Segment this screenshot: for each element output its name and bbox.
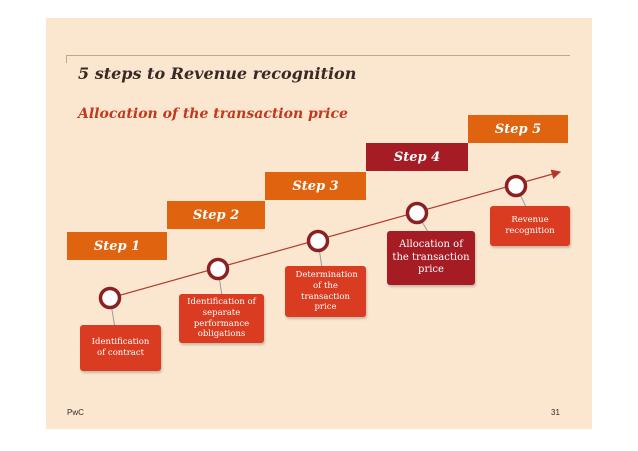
step-3-node <box>306 229 330 253</box>
step-4-description: Allocation of the transaction price <box>392 239 470 276</box>
step-3-box: Determination of the transaction price <box>285 266 366 317</box>
step-1-description: Identification of contract <box>91 337 150 358</box>
header-rule <box>66 55 570 56</box>
progress-arrow <box>109 169 562 299</box>
step-1-box: Identification of contract <box>80 325 161 371</box>
step-2-description: Identification of separate performance o… <box>187 297 256 340</box>
step-1-bar: Step 1 <box>67 232 167 260</box>
step-5-box: Revenue recognition <box>490 206 570 246</box>
step-4-bar: Step 4 <box>366 143 468 171</box>
slide-subtitle: Allocation of the transaction price <box>78 106 348 122</box>
step-2-box: Identification of separate performance o… <box>179 294 264 343</box>
header-rule-tick <box>66 55 67 63</box>
step-5-node <box>504 174 528 198</box>
footer-brand: PwC <box>67 408 84 417</box>
step-2-bar: Step 2 <box>167 201 265 229</box>
step-5-bar: Step 5 <box>468 115 568 143</box>
step-5-description: Revenue recognition <box>505 215 555 236</box>
step-3-bar: Step 3 <box>265 172 366 200</box>
page-number: 31 <box>551 408 560 417</box>
step-4-box: Allocation of the transaction price <box>387 231 475 285</box>
step-1-node <box>98 286 122 310</box>
step-4-node <box>405 201 429 225</box>
step-3-description: Determination of the transaction price <box>295 270 358 313</box>
step-2-node <box>206 257 230 281</box>
slide-title: 5 steps to Revenue recognition <box>78 64 357 83</box>
